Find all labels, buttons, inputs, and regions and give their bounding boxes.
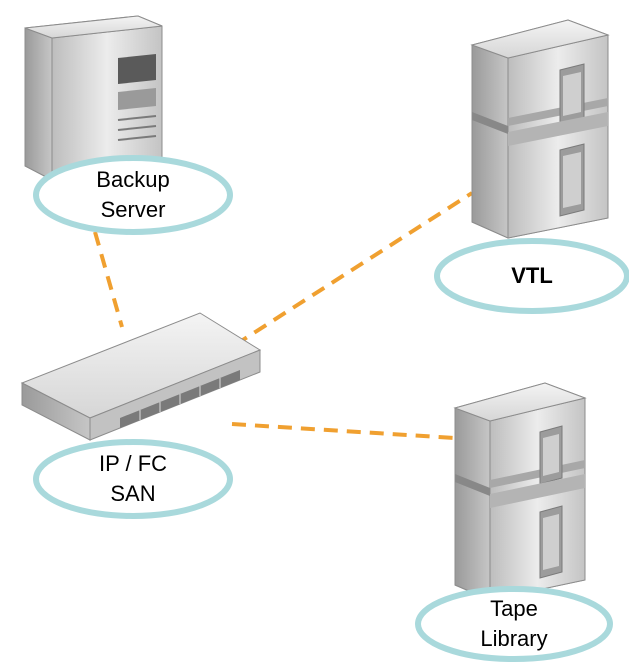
tape-library-label-ellipse (415, 586, 613, 662)
tape-library-label: Tape Library (480, 596, 548, 651)
vtl-storage-icon (470, 19, 610, 239)
backup-server-label: Backup Server (96, 167, 170, 222)
san-label-ellipse (33, 439, 233, 519)
vtl-label-ellipse (434, 238, 629, 314)
connector-san-vtl (233, 191, 474, 347)
backup-server-label-ellipse (33, 155, 233, 235)
san-label: IP / FC SAN (98, 451, 168, 506)
connector-lines (93, 191, 474, 440)
connector-backup-san (93, 231, 124, 328)
tape-library-storage-icon (453, 382, 587, 601)
connector-san-tape (231, 422, 456, 440)
network-switch-icon (20, 312, 262, 441)
vtl-label: VTL (511, 263, 553, 288)
tower-server-icon (24, 15, 163, 181)
